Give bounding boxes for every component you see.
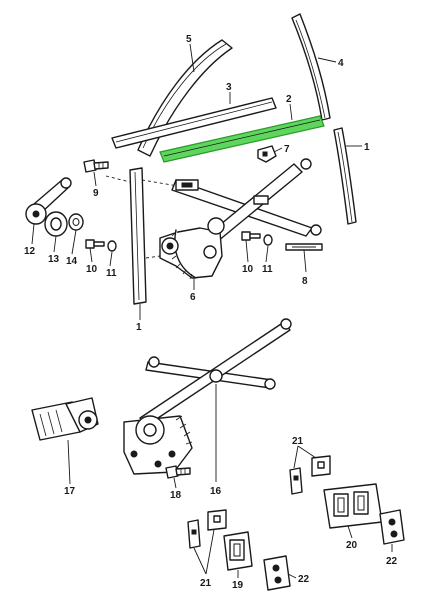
callout-19: 19 [232, 580, 244, 591]
part-9-screw[interactable] [83, 159, 109, 173]
part-14-washer[interactable] [68, 213, 84, 231]
callout-8: 8 [302, 276, 308, 287]
part-22-rocker-right[interactable] [379, 509, 405, 545]
callout-11-right: 11 [262, 264, 273, 275]
part-3-outer-strip[interactable] [111, 97, 277, 149]
part-13-escutcheon[interactable] [44, 211, 68, 237]
callout-18: 18 [170, 490, 182, 501]
callout-labels: 5 4 3 2 1 7 9 12 13 14 10 11 6 10 11 8 1… [24, 34, 398, 591]
part-4-rear-channel[interactable] [291, 13, 331, 121]
part-10-screw-right[interactable] [241, 231, 261, 241]
callout-12: 12 [24, 246, 36, 257]
callout-16: 16 [210, 486, 222, 497]
callout-21-upper: 21 [292, 436, 304, 447]
callout-17: 17 [64, 486, 76, 497]
part-21-clip-upper[interactable] [289, 455, 331, 495]
part-1-guide-rail[interactable] [105, 167, 179, 305]
callout-20: 20 [346, 540, 358, 551]
leader-lines [31, 43, 393, 579]
part-17-motor[interactable] [31, 397, 99, 441]
upper-regulator-arm[interactable] [171, 158, 322, 247]
callout-3: 3 [226, 82, 232, 93]
part-16-regulator-assembly[interactable] [123, 318, 292, 475]
part-1-short-channel[interactable] [333, 127, 357, 225]
callout-5: 5 [186, 34, 192, 45]
callout-6: 6 [190, 292, 196, 303]
callout-9: 9 [93, 188, 99, 199]
callout-21-lower: 21 [200, 578, 212, 589]
callout-22-lower: 22 [298, 574, 310, 585]
callout-13: 13 [48, 254, 60, 265]
part-20-switch-housing[interactable] [323, 483, 383, 529]
part-18-bolt[interactable] [165, 465, 191, 479]
callout-1-upper: 1 [364, 142, 370, 153]
part-10-screw-left[interactable] [85, 239, 105, 249]
part-21-clip-lower[interactable] [187, 509, 227, 549]
callout-11-left: 11 [106, 268, 117, 279]
callout-2: 2 [286, 94, 292, 105]
callout-14: 14 [66, 256, 78, 267]
callout-7: 7 [284, 144, 290, 155]
part-22-rocker-lower[interactable] [263, 555, 291, 591]
callout-10-right: 10 [242, 264, 254, 275]
callout-1-lower: 1 [136, 322, 142, 333]
part-2-inner-strip[interactable] [159, 115, 325, 163]
callout-4: 4 [338, 58, 344, 69]
callout-10-left: 10 [86, 264, 98, 275]
part-7-clip[interactable] [257, 145, 277, 163]
part-11-nut-left[interactable] [107, 240, 117, 252]
part-19-switch-housing[interactable] [223, 531, 253, 571]
part-11-nut-right[interactable] [263, 234, 273, 246]
callout-22-right: 22 [386, 556, 398, 567]
part-8-bracket[interactable] [285, 243, 323, 251]
part-6-sector-gear[interactable] [159, 217, 225, 280]
part-12-crank-handle[interactable] [25, 177, 72, 225]
